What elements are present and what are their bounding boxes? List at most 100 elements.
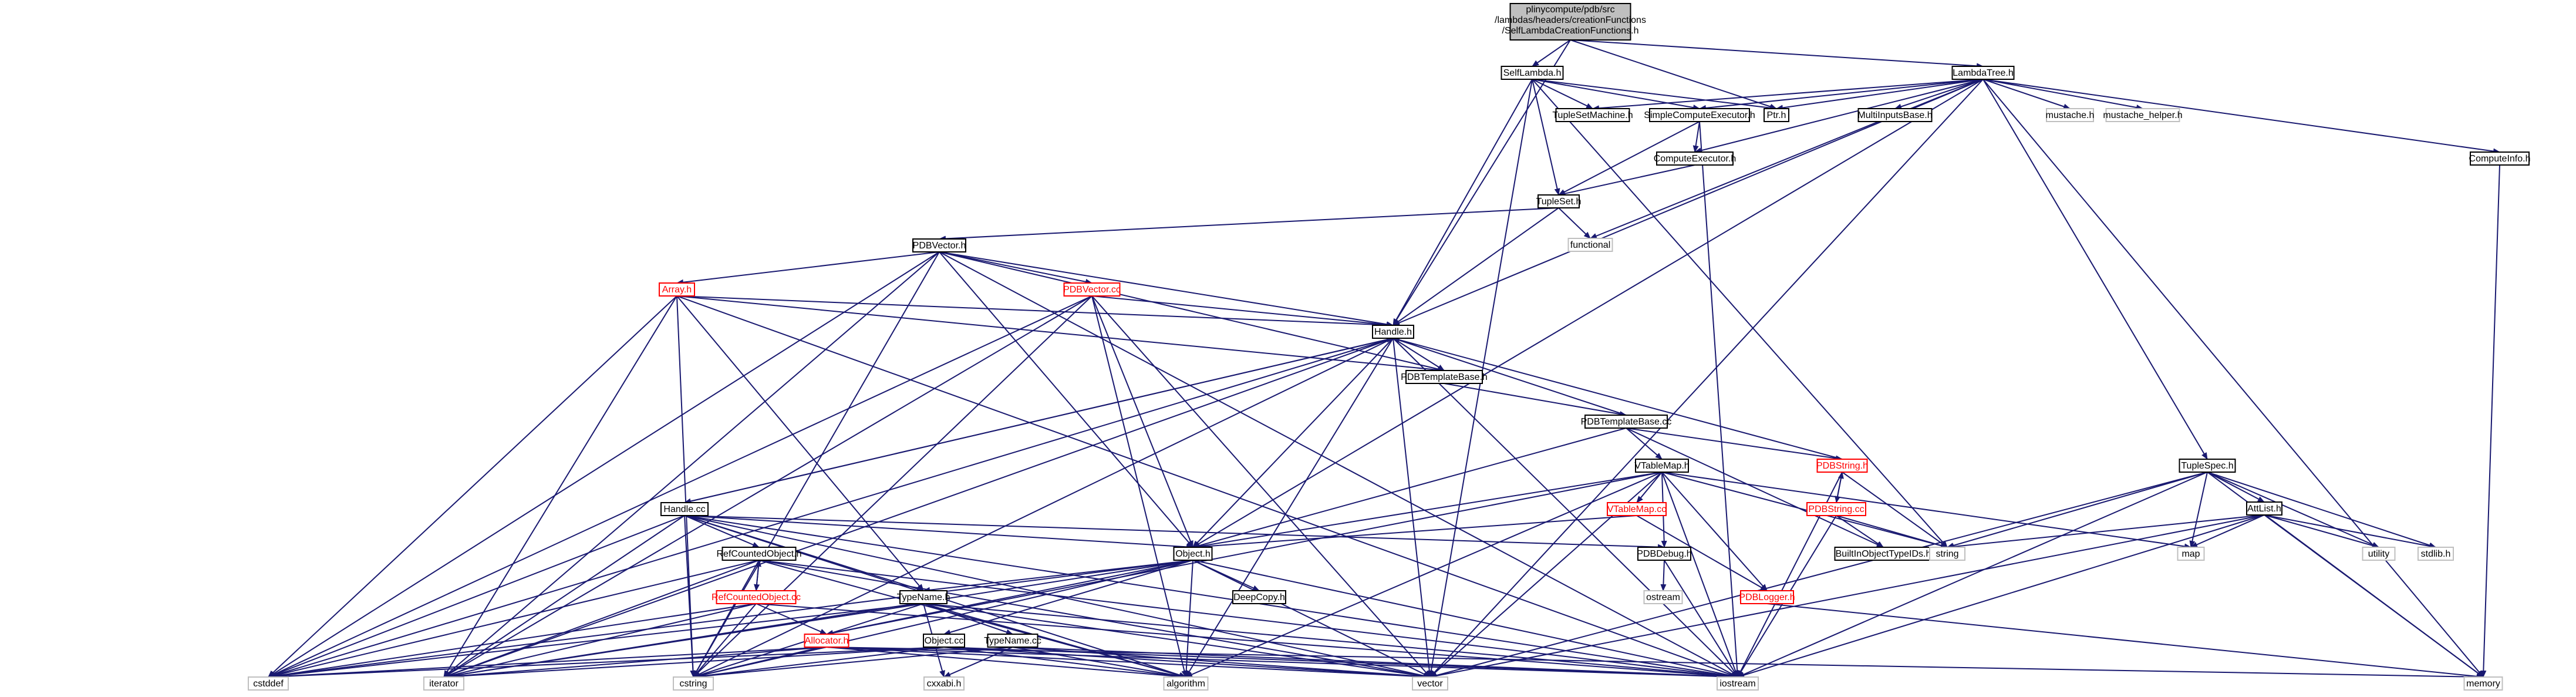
node-label: stdlib.h xyxy=(2421,549,2451,559)
dependency-edge-lambdatree-to-ptr xyxy=(1776,79,1984,111)
dependency-edge-arrayh-to-iostream xyxy=(676,295,1738,678)
node-pdblogger[interactable]: PDBLogger.h xyxy=(1739,590,1795,604)
node-mustachehelper[interactable]: mustache_helper.h xyxy=(2103,108,2183,122)
dependency-edge-root-to-selflambda xyxy=(1532,39,1571,67)
node-utility[interactable]: utility xyxy=(2362,547,2396,561)
node-tuplesetmachine[interactable]: TupleSetMachine.h xyxy=(1552,108,1633,122)
node-algorithm[interactable]: algorithm xyxy=(1163,676,1209,691)
dependency-edge-pdbvectorh-to-objecth xyxy=(939,251,1193,548)
dependency-edge-attlist-to-vector xyxy=(1429,514,2265,679)
node-label: LambdaTree.h xyxy=(1953,68,2013,78)
node-tupleset[interactable]: TupleSet.h xyxy=(1536,194,1582,208)
dependency-edge-lambdatree-to-mustachehelper xyxy=(1982,79,2143,110)
node-vector[interactable]: vector xyxy=(1412,676,1448,691)
dependency-edge-attlist-to-string xyxy=(1947,514,2265,550)
node-builtin[interactable]: BuiltInObjectTypeIDs.h xyxy=(1834,547,1933,561)
node-label: PDBVector.h xyxy=(913,241,966,251)
dependency-edge-vtablemaph-to-objecth xyxy=(1192,472,1663,550)
node-selflambda[interactable]: SelfLambda.h xyxy=(1501,66,1564,80)
dependency-edge-lambdatree-to-computeexec xyxy=(1694,79,1984,154)
node-iterator[interactable]: iterator xyxy=(423,676,464,691)
node-label: cstring xyxy=(679,679,707,689)
node-map[interactable]: map xyxy=(2177,547,2205,561)
node-vtablemapcc[interactable]: VTableMap.cc xyxy=(1607,502,1667,516)
node-mustache[interactable]: mustache.h xyxy=(2046,108,2095,122)
node-ostream[interactable]: ostream xyxy=(1643,590,1683,604)
dependency-edge-pdbstringh-to-string xyxy=(1842,472,1948,548)
node-handlecc[interactable]: Handle.cc xyxy=(660,502,709,516)
dependency-edge-lambdatree-to-tuplespec xyxy=(1982,79,2208,460)
dependency-edge-pdbvectorh-to-cstddef xyxy=(268,251,940,678)
node-label: ostream xyxy=(1646,592,1680,602)
node-cxxabi[interactable]: cxxabi.h xyxy=(923,676,965,691)
node-ptr[interactable]: Ptr.h xyxy=(1764,108,1789,122)
dependency-edge-lambdatree-to-objecth xyxy=(1192,79,1984,548)
node-deepcopy[interactable]: DeepCopy.h xyxy=(1232,590,1286,604)
dependency-edge-objecth-to-cstddef xyxy=(268,560,1193,679)
node-iostream[interactable]: iostream xyxy=(1717,676,1759,691)
node-handleh[interactable]: Handle.h xyxy=(1372,325,1414,339)
dependency-edge-typenameh-to-algorithm xyxy=(923,603,1186,678)
node-typenamecc[interactable]: TypeName.cc xyxy=(984,634,1041,648)
node-label: string xyxy=(1936,549,1958,559)
dependency-edge-pdbstringcc-to-string xyxy=(1836,515,1948,548)
node-root: plinycompute/pdb/src/lambdas/headers/cre… xyxy=(1495,3,1646,41)
node-label: PDBVector.cc xyxy=(1063,285,1121,295)
dependency-edge-vtablemaph-to-algorithm xyxy=(1185,472,1663,678)
node-simplecompute[interactable]: SimpleComputeExecutor.h xyxy=(1644,108,1755,122)
node-pdbtemplatecc[interactable]: PDBTemplateBase.cc xyxy=(1581,415,1672,429)
node-lambdatree[interactable]: LambdaTree.h xyxy=(1951,66,2015,80)
dependency-edge-lambdatree-to-mustache xyxy=(1982,79,2071,110)
node-string[interactable]: string xyxy=(1929,547,1965,561)
node-vtablemaph[interactable]: VTableMap.h xyxy=(1634,459,1690,473)
node-multiinputs[interactable]: MultiInputsBase.h xyxy=(1857,108,1933,122)
node-memory[interactable]: memory xyxy=(2463,676,2503,691)
node-pdbvectorh[interactable]: PDBVector.h xyxy=(912,238,966,252)
dependency-edge-handlecc-to-objecth xyxy=(684,515,1193,550)
node-arrayh[interactable]: Array.h xyxy=(659,282,695,297)
node-label: VTableMap.h xyxy=(1634,461,1689,471)
dependency-edge-vtablemapcc-to-objecth xyxy=(1192,515,1637,550)
dependency-edge-allocatorh-to-cstring xyxy=(693,647,827,679)
node-label: RefCountedObject.h xyxy=(717,549,802,559)
dependency-edge-typenameh-to-iostream xyxy=(923,603,1738,679)
node-stdlibh[interactable]: stdlib.h xyxy=(2417,547,2454,561)
node-computeexec[interactable]: ComputeExecutor.h xyxy=(1654,151,1737,166)
dependency-edge-allocatorh-to-cstddef xyxy=(268,647,827,680)
node-objecth[interactable]: Object.h xyxy=(1173,547,1213,561)
node-typenameh[interactable]: TypeName.h xyxy=(897,590,950,604)
node-cstring[interactable]: cstring xyxy=(673,676,714,691)
dependency-edge-lambdatree-to-vector xyxy=(1429,79,1984,678)
node-label: TupleSetMachine.h xyxy=(1552,110,1633,120)
dependency-edge-arrayh-to-pdbtemplateh xyxy=(676,295,1445,373)
dependency-edge-vtablemaph-to-allocatorh xyxy=(826,472,1663,636)
dependency-edge-allocatorh-to-vector xyxy=(826,647,1431,680)
node-label: PDBTemplateBase.cc xyxy=(1581,417,1672,427)
node-pdbstringcc[interactable]: PDBString.cc xyxy=(1806,502,1866,516)
dependency-edge-handlecc-to-refcountedh xyxy=(684,515,760,548)
node-tuplespec[interactable]: TupleSpec.h xyxy=(2179,459,2236,473)
node-functional[interactable]: functional xyxy=(1567,238,1613,252)
node-cstddef[interactable]: cstddef xyxy=(248,676,289,691)
node-allocatorh[interactable]: Allocator.h xyxy=(804,634,849,648)
dependency-edge-pdbvectorcc-to-handleh xyxy=(1091,295,1394,328)
dependency-edge-pdbvectorcc-to-objecth xyxy=(1091,295,1193,548)
node-pdbtemplateh[interactable]: PDBTemplateBase.h xyxy=(1401,370,1488,384)
node-pdbdebug[interactable]: PDBDebug.h xyxy=(1637,547,1692,561)
node-label: iostream xyxy=(1719,679,1755,689)
node-attlist[interactable]: AttList.h xyxy=(2246,501,2282,516)
dependency-edge-lambdatree-to-multiinputs xyxy=(1894,79,1984,110)
node-pdbstringh[interactable]: PDBString.h xyxy=(1816,459,1868,473)
node-pdbvectorcc[interactable]: PDBVector.cc xyxy=(1063,282,1121,297)
node-objectcc[interactable]: Object.cc xyxy=(923,634,965,648)
node-computeinfo[interactable]: ComputeInfo.h xyxy=(2469,151,2531,166)
dependency-edge-objecth-to-cstring xyxy=(693,560,1193,679)
dependency-edge-objecth-to-objectcc xyxy=(943,560,1193,635)
dependency-edge-tupleset-to-handleh xyxy=(1392,207,1559,326)
node-label: Ptr.h xyxy=(1767,110,1786,120)
dependency-edge-handlecc-to-cstring xyxy=(684,515,696,678)
node-label-line: /SelfLambdaCreationFunctions.h xyxy=(1502,26,1638,36)
node-refcountedcc[interactable]: RefCountedObject.cc xyxy=(712,590,801,604)
node-refcountedh[interactable]: RefCountedObject.h xyxy=(717,547,802,561)
